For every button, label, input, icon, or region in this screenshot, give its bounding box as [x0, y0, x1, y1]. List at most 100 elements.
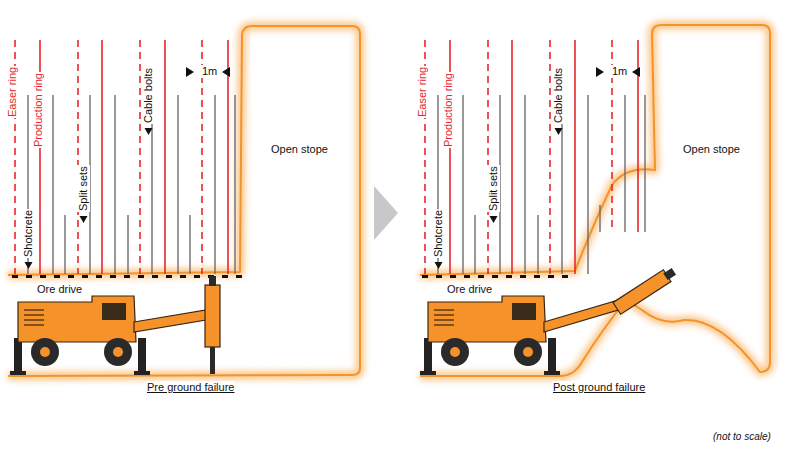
label-anchor: Split sets: [487, 212, 534, 225]
boom: [134, 310, 206, 332]
rig-body: [428, 296, 546, 342]
shotcrete-plate: [26, 275, 32, 278]
label-anchor: Ore drive: [446, 283, 493, 296]
dimension-marker: [186, 67, 194, 77]
cable-bolt-line: [644, 95, 645, 232]
area-label: Ore drive: [446, 283, 493, 296]
pointer-triangle: [490, 216, 498, 223]
production-ring-line: [164, 40, 166, 274]
rig-body: [18, 296, 136, 342]
dimension: 1m: [201, 65, 218, 78]
note: (not to scale): [712, 430, 772, 443]
excavation-outline-glow: [8, 26, 360, 376]
shotcrete-plate: [96, 275, 102, 278]
jack-foot: [10, 371, 26, 375]
ring-label: Production ring: [32, 72, 45, 148]
cable-bolt-line: [524, 95, 525, 274]
cable-bolt-line: [177, 95, 178, 274]
shotcrete-plate: [54, 275, 60, 278]
split-set-line: [474, 215, 475, 274]
area-label: Ore drive: [36, 283, 83, 296]
pointer-triangle: [25, 262, 33, 269]
cable-bolt-line: [52, 95, 53, 274]
easer-ring-line: [487, 40, 489, 274]
shotcrete-plate: [222, 275, 228, 278]
engine-grille: [434, 314, 454, 315]
engine-grille: [24, 309, 44, 310]
dimension-marker: [632, 67, 640, 77]
stabiliser-jack: [424, 338, 432, 374]
engine-grille: [434, 319, 454, 320]
wheel: [104, 338, 132, 366]
shotcrete-plate: [82, 275, 88, 278]
excavation-outline: [8, 26, 360, 376]
shotcrete-plate: [450, 275, 456, 278]
label-anchor: Production ring: [442, 148, 518, 161]
shotcrete-plate: [166, 275, 172, 278]
jack-foot: [134, 371, 150, 375]
shotcrete-plate: [110, 275, 116, 278]
shotcrete-plate: [138, 275, 144, 278]
production-ring-line: [101, 40, 103, 274]
label-anchor: 1m: [201, 65, 218, 78]
drill-rig: [10, 276, 220, 375]
panel-title: Post ground failure: [552, 381, 646, 394]
support-label: Cable bolts: [552, 67, 565, 124]
shotcrete-plate: [236, 275, 242, 278]
panel-title: Pre ground failure: [146, 381, 235, 394]
engine-grille: [24, 314, 44, 315]
shotcrete-plate: [492, 275, 498, 278]
label-anchor: Pre ground failure: [146, 381, 235, 394]
label-anchor: Open stope: [682, 143, 741, 156]
shotcrete-plate: [534, 275, 540, 278]
drill-rig: [420, 268, 676, 375]
split-set-line: [189, 215, 190, 274]
jack-foot: [544, 371, 560, 375]
split-set-line: [537, 215, 538, 274]
transition-chevron: [374, 186, 398, 240]
shotcrete-plate: [152, 275, 158, 278]
engine-grille: [24, 324, 44, 325]
pointer-triangle: [555, 128, 563, 135]
label-anchor: Cable bolts: [142, 124, 199, 137]
wheel-hub: [113, 347, 123, 357]
area-label: Open stope: [270, 143, 329, 156]
easer-ring-line: [139, 40, 141, 274]
label-anchor: 1m: [611, 65, 628, 78]
label-anchor: Production ring: [32, 148, 108, 161]
cab-window: [512, 303, 536, 320]
label-anchor: Shotcrete: [22, 258, 71, 271]
cab-window: [102, 303, 126, 320]
cable-bolt-line: [214, 95, 215, 274]
label-anchor: Shotcrete: [432, 258, 481, 271]
production-ring-line: [574, 40, 576, 274]
cable-bolt-line: [624, 95, 625, 232]
support-label: Shotcrete: [432, 209, 445, 258]
excavation-outline-failed-glow: [420, 25, 770, 376]
label-anchor: (not to scale): [712, 430, 772, 443]
shotcrete-plate: [68, 275, 74, 278]
label-anchor: Open stope: [270, 143, 329, 156]
excavation-outline-failed: [420, 25, 770, 376]
split-set-line: [127, 215, 128, 274]
split-set-line: [599, 205, 600, 232]
shotcrete-plate: [548, 275, 554, 278]
shotcrete-plate: [562, 275, 568, 278]
drill-bit: [209, 276, 216, 286]
shotcrete-plate: [520, 275, 526, 278]
shotcrete-plate: [464, 275, 470, 278]
ring-label: Production ring: [442, 72, 455, 148]
wheel: [514, 338, 542, 366]
drill-feed: [613, 270, 671, 314]
ring-label: Easer ring: [6, 66, 19, 118]
shotcrete-plate: [422, 275, 428, 278]
wheel: [441, 338, 469, 366]
dimension: 1m: [611, 65, 628, 78]
support-label: Cable bolts: [142, 67, 155, 124]
dimension-marker: [222, 67, 230, 77]
pointer-triangle: [80, 216, 88, 223]
shotcrete-plate: [124, 275, 130, 278]
engine-grille: [434, 309, 454, 310]
